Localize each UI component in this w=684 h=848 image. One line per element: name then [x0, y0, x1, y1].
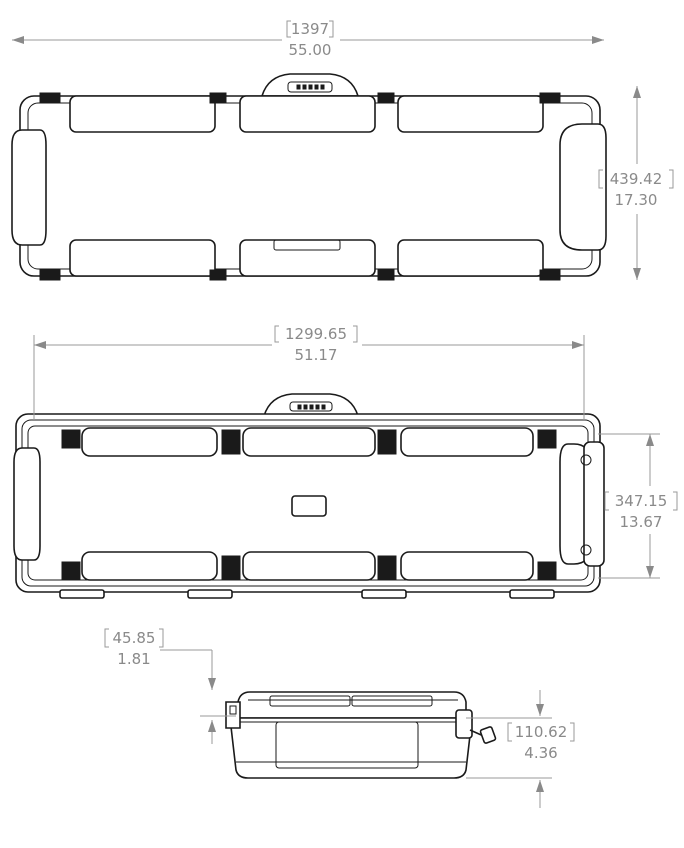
dimension-base-depth: 110.62 4.36: [466, 690, 575, 808]
lid-depth-mm: 45.85: [113, 629, 156, 647]
inner-width-mm: 1299.65: [285, 325, 347, 343]
inner-height-in: 13.67: [620, 513, 663, 531]
base-depth-in: 4.36: [524, 744, 557, 762]
lid-depth-in: 1.81: [117, 650, 150, 668]
top-height-mm: 439.42: [610, 170, 663, 188]
inner-height-mm: 347.15: [615, 492, 668, 510]
dimension-inner-height: 347.15 13.67: [598, 433, 678, 579]
dimension-inner-width: 1299.65 51.17: [33, 325, 585, 420]
dimension-top-width: 1397 55.00: [12, 20, 604, 59]
side-view-case: [225, 691, 497, 779]
top-width-in: 55.00: [289, 41, 332, 59]
dimension-top-height: 439.42 17.30: [598, 86, 674, 280]
top-height-in: 17.30: [615, 191, 658, 209]
top-width-mm: 1397: [291, 20, 329, 38]
dimension-lid-depth: 45.85 1.81: [104, 628, 236, 744]
base-depth-mm: 110.62: [515, 723, 568, 741]
handle-grip-marks: [296, 84, 325, 90]
inner-width-in: 51.17: [295, 346, 338, 364]
top-view-case: [11, 73, 607, 281]
open-view-case: [13, 393, 605, 599]
open-handle-grip-marks: [297, 404, 326, 410]
